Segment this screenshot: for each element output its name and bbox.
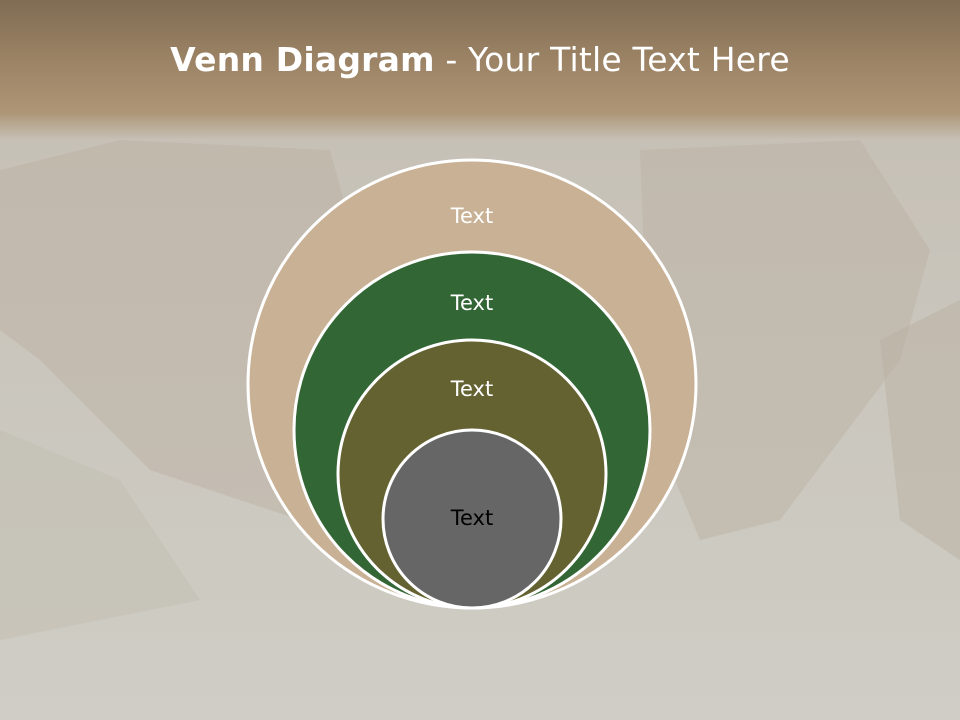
title-rest: - Your Title Text Here — [434, 40, 790, 79]
slide-title: Venn Diagram - Your Title Text Here — [0, 40, 960, 79]
inner-circle-label: Text — [450, 506, 494, 530]
third-ring-label: Text — [450, 377, 494, 401]
outer-ring-label: Text — [450, 204, 494, 228]
title-band — [0, 0, 960, 140]
second-ring-label: Text — [450, 291, 494, 315]
title-bold: Venn Diagram — [170, 40, 435, 79]
inner-circle[interactable] — [381, 428, 563, 610]
